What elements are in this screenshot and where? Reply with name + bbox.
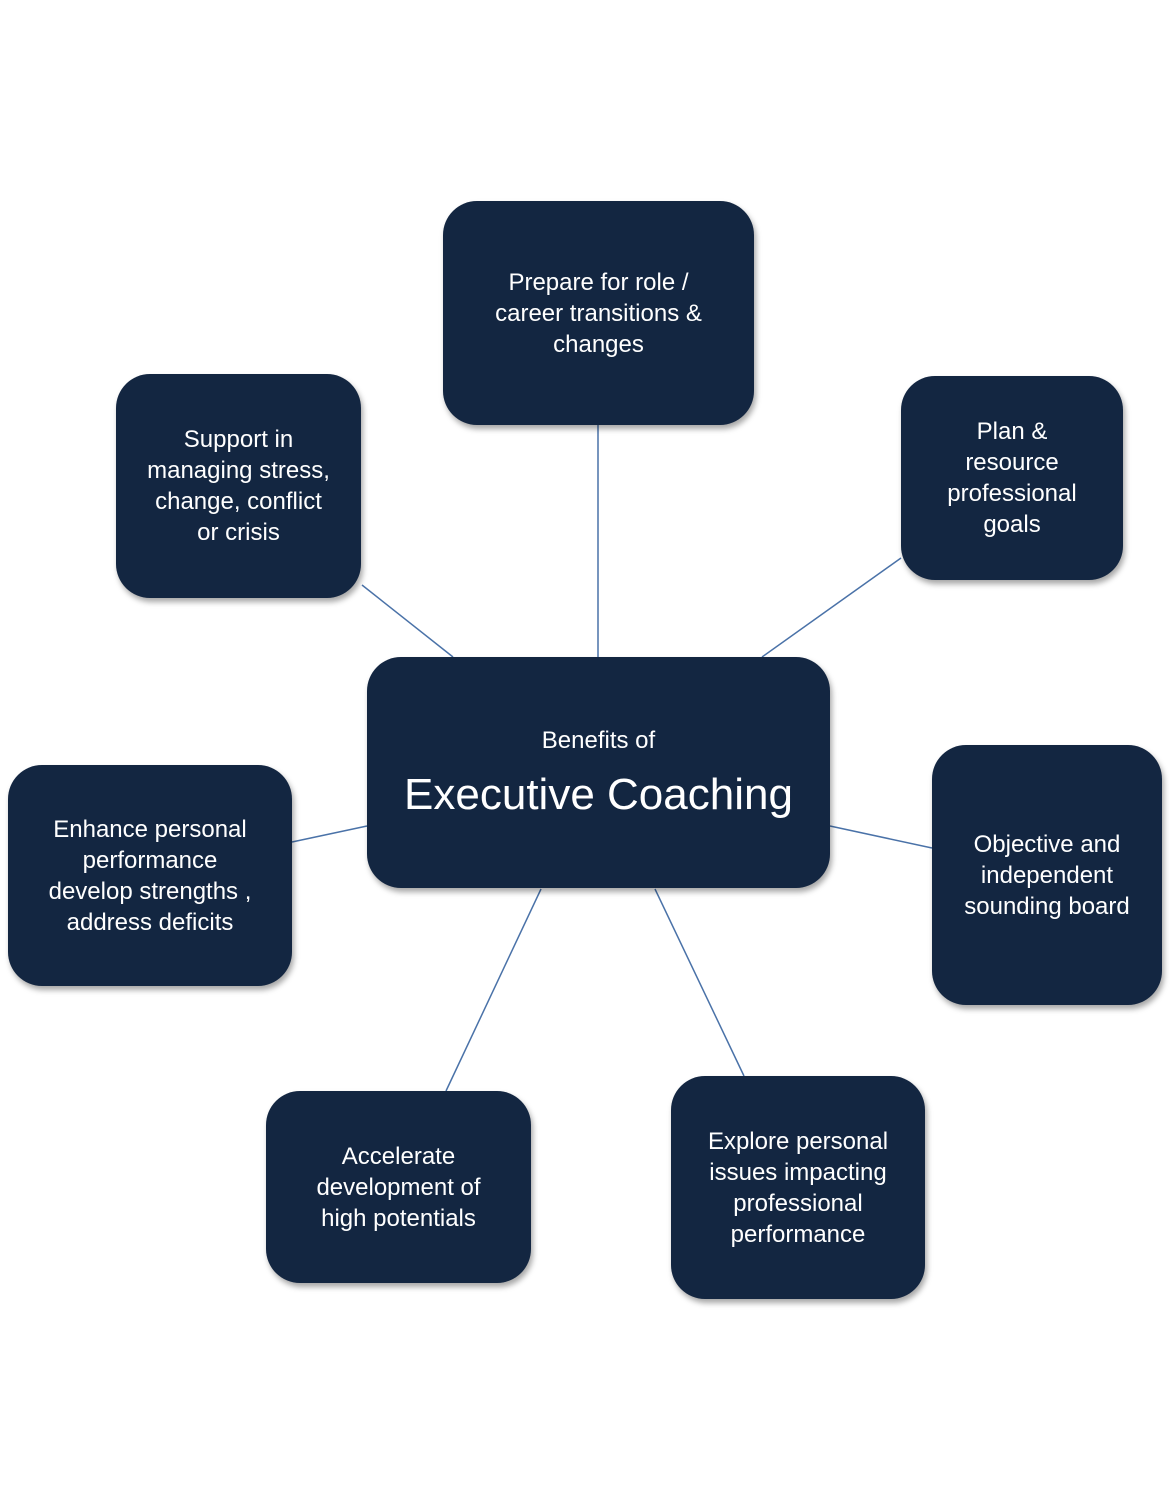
node-text-line: address deficits bbox=[66, 908, 234, 936]
connector-objective bbox=[829, 825, 933, 849]
center-node: Benefits of Executive Coaching bbox=[367, 657, 830, 888]
node-text-line: develop strengths , bbox=[48, 877, 252, 905]
node-text-line: performance bbox=[730, 1220, 866, 1248]
node-text-line: sounding board bbox=[964, 892, 1130, 920]
node-explore: Explore personal issues impacting profes… bbox=[671, 1076, 925, 1299]
node-plan: Plan & resource professional goals bbox=[901, 376, 1123, 580]
connector-plan bbox=[761, 557, 902, 658]
node-text-line: professional bbox=[947, 480, 1077, 507]
node-text-line: goals bbox=[983, 511, 1041, 538]
node-text-line: performance bbox=[82, 846, 218, 874]
node-objective: Objective and independent sounding board bbox=[932, 745, 1162, 1005]
node-text-line: or crisis bbox=[197, 519, 280, 546]
node-text-line: change, conflict bbox=[155, 488, 322, 515]
node-text-line: Support in bbox=[183, 426, 294, 453]
node-text-line: Explore personal bbox=[707, 1127, 889, 1155]
connector-support bbox=[361, 584, 454, 658]
node-text-line: Prepare for role / bbox=[508, 268, 689, 296]
connector-accelerate bbox=[445, 888, 542, 1092]
center-subtitle: Benefits of bbox=[541, 726, 656, 754]
connector-enhance bbox=[291, 825, 368, 843]
node-support: Support in managing stress, change, conf… bbox=[116, 374, 361, 598]
node-enhance: Enhance personal performance develop str… bbox=[8, 765, 292, 986]
connector-explore bbox=[654, 888, 745, 1077]
node-text-line: managing stress, bbox=[147, 457, 330, 484]
node-text-line: development of bbox=[316, 1173, 481, 1201]
node-text-line: Enhance personal bbox=[53, 815, 247, 843]
center-title: Executive Coaching bbox=[404, 769, 793, 819]
node-text-line: Objective and bbox=[973, 830, 1121, 858]
node-accelerate: Accelerate development of high potential… bbox=[266, 1091, 531, 1283]
node-text-line: professional bbox=[733, 1189, 863, 1217]
node-text-line: resource bbox=[965, 449, 1059, 476]
node-text-line: career transitions & bbox=[495, 299, 702, 327]
node-text-line: Accelerate bbox=[341, 1142, 456, 1170]
node-text-line: independent bbox=[980, 861, 1114, 889]
node-text-line: issues impacting bbox=[709, 1158, 887, 1186]
node-text-line: changes bbox=[553, 330, 644, 358]
node-text-line: high potentials bbox=[321, 1204, 476, 1232]
node-text-line: Plan & bbox=[976, 418, 1048, 445]
node-prepare: Prepare for role / career transitions & … bbox=[443, 201, 754, 425]
